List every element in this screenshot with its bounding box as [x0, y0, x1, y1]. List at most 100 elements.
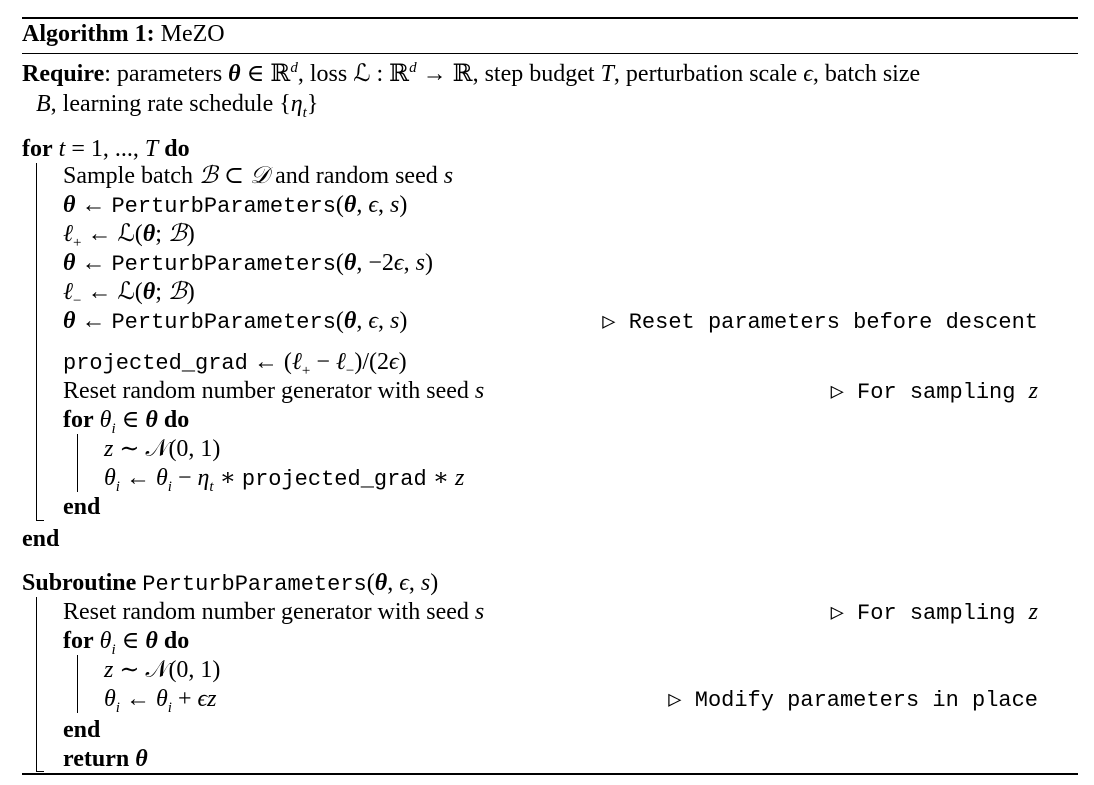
text: ← — [75, 192, 112, 218]
math-theta: θ — [63, 192, 76, 218]
text: , −2 — [356, 250, 394, 276]
text: ← — [119, 686, 156, 712]
math-dataset: 𝒟 — [249, 163, 270, 189]
main-end-line: end — [22, 525, 59, 553]
sub-end-line: end — [63, 716, 100, 744]
subroutine-bar — [36, 597, 37, 771]
math-var: ℓ — [335, 349, 346, 375]
require-keyword: Require — [22, 61, 105, 87]
math-theta: θ — [63, 250, 76, 276]
subroutine-header: Subroutine PerturbParameters(θ, ϵ, s) — [22, 569, 438, 599]
sub-sampling-z-comment: ▷ For sampling z — [831, 598, 1038, 628]
math-var: θ — [104, 465, 116, 491]
sampling-z-comment: ▷ For sampling z — [831, 377, 1038, 407]
main-for-line: for t = 1, ..., T do — [22, 135, 190, 163]
text: ∗ — [213, 465, 242, 491]
math-var: θ — [104, 686, 116, 712]
math-theta: θ — [374, 570, 388, 596]
text: ⊂ — [217, 163, 250, 189]
text: ) — [398, 349, 407, 375]
math-var: η — [290, 91, 303, 117]
text: ← — [119, 465, 156, 491]
math-theta: θ — [135, 746, 148, 772]
math-var: ℓ — [63, 221, 73, 247]
update-line: θi ← θi − ηt ∗ projected_grad ∗ z — [104, 464, 464, 494]
text: and random seed — [269, 163, 444, 189]
keyword-do: do — [164, 136, 190, 162]
sample-z-line: z ∼ 𝒩(0, 1) — [104, 435, 220, 463]
math-sub: t — [302, 104, 307, 121]
math-var: ℓ — [63, 279, 73, 305]
math-sub: − — [345, 362, 355, 379]
header-rule — [22, 53, 1078, 54]
math-text: = 1, ..., — [65, 136, 145, 162]
text: ← — [75, 250, 112, 276]
math-var: ϵ — [393, 250, 404, 276]
math-theta: θ — [142, 221, 156, 247]
math-sub: i — [115, 699, 120, 716]
math-var: z — [1028, 378, 1038, 404]
sample-line: Sample batch ℬ ⊂ 𝒟 and random seed s — [63, 162, 453, 190]
math-var: θ — [99, 628, 112, 654]
keyword-subroutine: Subroutine — [22, 570, 137, 596]
main-loop-hook — [36, 520, 44, 521]
require-text: : parameters — [104, 61, 229, 87]
func-name: PerturbParameters — [142, 572, 367, 597]
math-var: t — [58, 136, 66, 162]
math-var: ϵ — [803, 61, 813, 87]
text: ) — [430, 570, 439, 596]
sub-sample-z-line: z ∼ 𝒩(0, 1) — [104, 656, 220, 684]
text: ( — [335, 250, 344, 276]
loss-minus-line: ℓ− ← ℒ(θ; ℬ) — [63, 278, 195, 309]
text: ∗ — [426, 465, 456, 491]
var-projected-grad: projected_grad — [63, 351, 248, 376]
math-var: ϵ — [388, 349, 399, 375]
keyword-end: end — [63, 717, 101, 743]
math-var: ϵ — [368, 308, 379, 334]
math-sub: i — [111, 420, 116, 437]
text: , — [378, 308, 391, 334]
keyword-for: for — [22, 136, 53, 162]
math-batch: ℬ — [167, 279, 187, 305]
require-line-2: B, learning rate schedule {ηt} — [36, 90, 318, 121]
text: ; — [155, 221, 168, 247]
text: , — [408, 570, 421, 596]
comment-text: ▷ Reset parameters before descent — [602, 310, 1038, 335]
math-var: z — [104, 436, 114, 462]
math-var: η — [197, 465, 210, 491]
perturb-line-3: θ ← PerturbParameters(θ, ϵ, s) — [63, 307, 407, 337]
text: ∼ 𝒩(0, 1) — [113, 436, 221, 462]
text: ) — [186, 279, 195, 305]
text: ← — [81, 221, 118, 247]
text: − — [310, 349, 336, 375]
text: , — [378, 192, 391, 218]
math-sub: i — [115, 478, 120, 495]
perturb-line-2: θ ← PerturbParameters(θ, −2ϵ, s) — [63, 249, 433, 279]
perturb-line-1: θ ← PerturbParameters(θ, ϵ, s) — [63, 191, 407, 221]
keyword-for: for — [63, 628, 94, 654]
math-sub: − — [73, 292, 82, 309]
func-name: PerturbParameters — [111, 194, 336, 219]
text: ← — [75, 308, 112, 334]
comment-text: ▷ Modify parameters in place — [668, 688, 1038, 713]
math-text: : ℝ — [370, 61, 410, 87]
math-var: z — [104, 657, 114, 683]
text: ( — [366, 570, 375, 596]
math-var: θ — [155, 686, 168, 712]
text: ) — [399, 308, 408, 334]
math-var: s — [390, 308, 400, 334]
math-sub: t — [209, 478, 214, 495]
sub-for-line: for θi ∈ θ do — [63, 627, 189, 657]
modify-params-comment: ▷ Modify parameters in place — [668, 685, 1038, 715]
math-batch: ℬ — [167, 221, 187, 247]
comment-text: ▷ For sampling — [830, 601, 1029, 626]
math-var: s — [474, 599, 485, 625]
math-text: ∈ ℝ — [240, 61, 291, 87]
math-sub: i — [167, 699, 172, 716]
math-var: z — [455, 465, 465, 491]
require-text: , perturbation scale — [613, 61, 804, 87]
text: Reset random number generator with seed — [63, 599, 475, 625]
math-theta: θ — [63, 308, 76, 334]
math-sup: d — [290, 60, 298, 76]
text: )/(2 — [354, 349, 389, 375]
